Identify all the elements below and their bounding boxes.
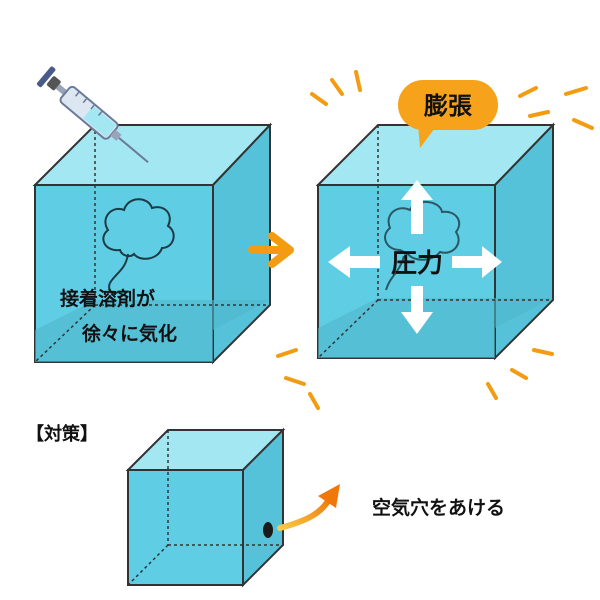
right-arrow-icon (248, 232, 294, 268)
burst-lines-icon (276, 70, 594, 410)
cube-after-liquid (318, 298, 553, 358)
expansion-label: 膨張 (423, 92, 473, 120)
caption-line-2: 徐々に気化 (81, 322, 177, 345)
cube-with-hole (125, 427, 286, 588)
vapor-cloud-icon (102, 198, 175, 294)
air-hole-icon (263, 522, 273, 538)
cube-before-liquid (35, 300, 270, 362)
cube-after: 圧力 (315, 122, 556, 361)
countermeasure-heading: 【対策】 (26, 423, 98, 445)
pressure-arrow-right (452, 256, 486, 268)
pressure-label: 圧力 (391, 249, 443, 279)
expansion-bubble: 膨張 (398, 80, 498, 148)
syringe-icon (36, 66, 149, 164)
vapor-cloud-icon (384, 201, 461, 291)
pressure-arrow-down (411, 286, 423, 316)
curved-arrow-icon (277, 484, 340, 531)
cube-hole-front (127, 469, 244, 586)
cube-before: 接着溶剤が 徐々に気化 (32, 122, 273, 365)
air-hole-label: 空気穴をあける (372, 496, 505, 519)
pressure-arrows (328, 180, 502, 334)
caption-line-1: 接着溶剤が (60, 287, 155, 310)
pressure-arrow-left (346, 256, 380, 268)
pressure-arrow-up (411, 196, 423, 234)
